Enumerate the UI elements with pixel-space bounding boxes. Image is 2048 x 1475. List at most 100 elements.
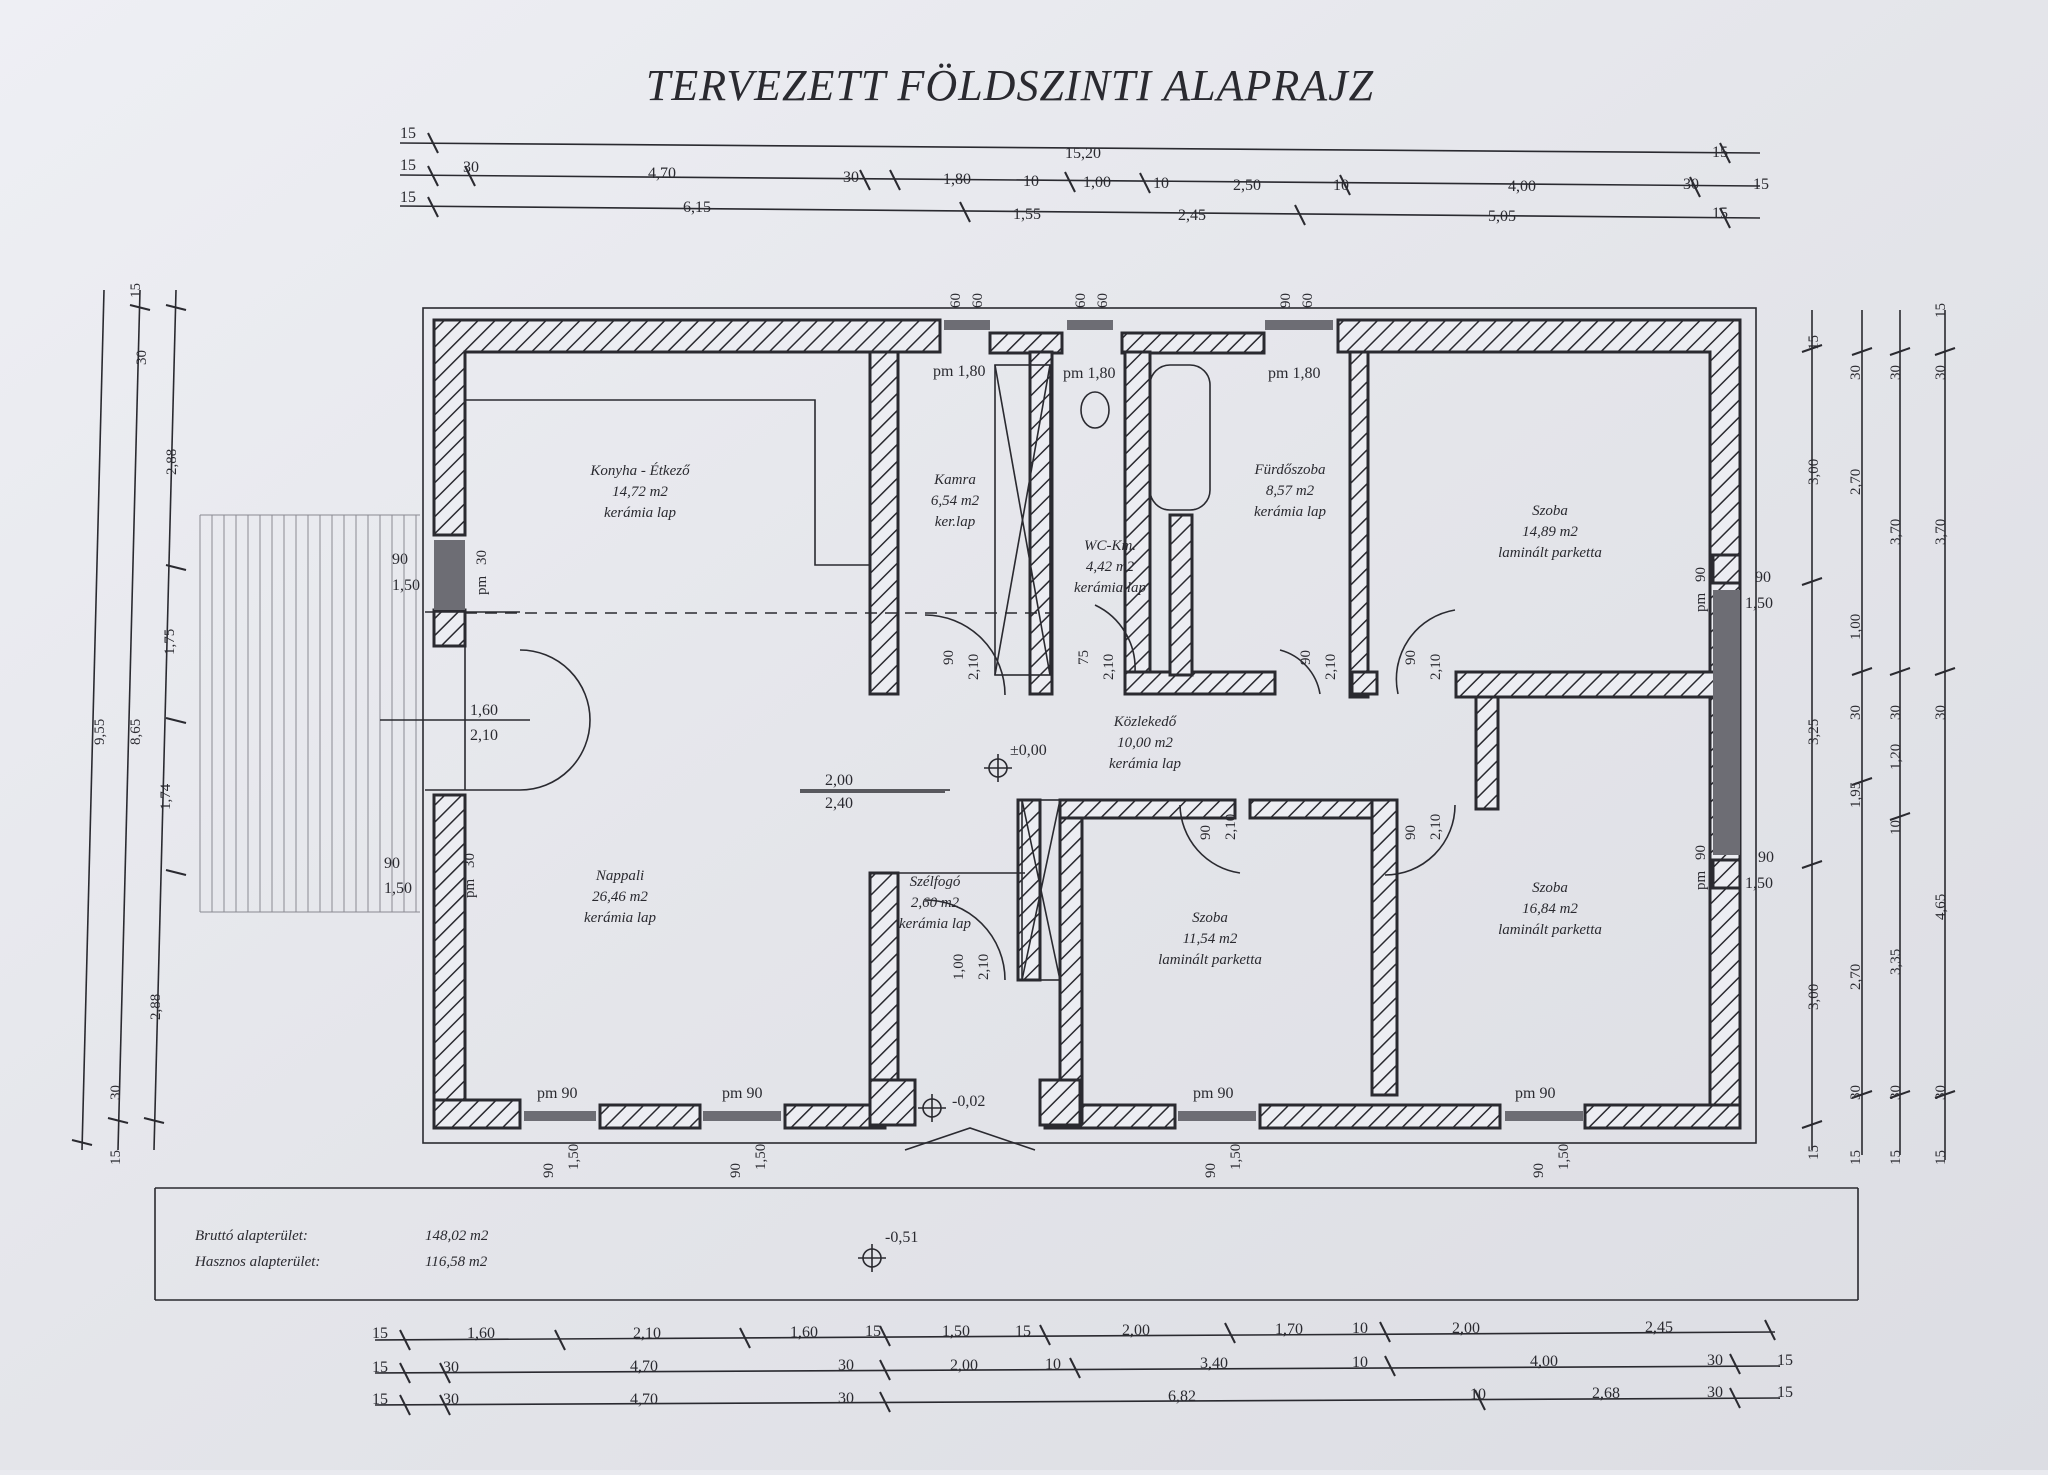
dim-top-2-c: 4,70 xyxy=(648,165,676,182)
dim-right-c1-3: 3,00 xyxy=(1806,984,1822,1010)
plan-title: TERVEZETT FÖLDSZINTI ALAPRAJZ xyxy=(646,61,1374,110)
room-vestibule-floor: kerámia lap xyxy=(899,916,972,932)
dim-top-2-m: 15 xyxy=(1753,176,1769,193)
dim-bottom-1-d: 1,60 xyxy=(790,1324,818,1341)
right-window-2c: pm xyxy=(1693,871,1709,891)
right-window-2d: 90 xyxy=(1693,845,1709,860)
door-4b: 2,10 xyxy=(1428,654,1444,680)
room-pantry: Kamra 6,54 m2 ker.lap xyxy=(931,472,980,530)
window-top-2a: 60 xyxy=(1073,293,1089,308)
room-hallway-name: Közlekedő xyxy=(1113,714,1178,730)
dim-top-2-d: 30 xyxy=(843,169,859,186)
pm-bottom-1: pm 90 xyxy=(537,1085,577,1102)
right-window-2b: 1,50 xyxy=(1745,875,1773,892)
door-3b: 2,10 xyxy=(1323,654,1339,680)
dim-top-2-h: 10 xyxy=(1153,175,1169,192)
dim-top-1-c: 15 xyxy=(1712,144,1728,161)
dim-bottom-3-i: 15 xyxy=(1777,1384,1793,1401)
room-hallway-area: 10,00 m2 xyxy=(1117,735,1173,751)
opening-mid-1: 2,00 xyxy=(825,772,853,789)
dim-right-c2-2: 1,00 xyxy=(1848,614,1864,640)
dim-bottom-3-c: 4,70 xyxy=(630,1391,658,1408)
left-window-2c: pm xyxy=(462,879,478,899)
net-area-label: Hasznos alapterület: xyxy=(194,1254,320,1270)
sill-1a: 90 xyxy=(541,1163,557,1178)
wardrobe xyxy=(1021,799,1061,981)
dim-top-2-e: 1,80 xyxy=(943,171,971,188)
entry-steps xyxy=(904,1127,1036,1151)
dim-bottom-3-e: 6,82 xyxy=(1168,1388,1196,1405)
dim-bottom-3-a: 15 xyxy=(372,1391,388,1408)
dim-bottom-2-j: 30 xyxy=(1707,1352,1723,1369)
window-top-1b: 60 xyxy=(970,293,986,308)
dim-bottom-2-k: 15 xyxy=(1777,1352,1793,1369)
room-bedroom-1: Szoba 14,89 m2 laminált parketta xyxy=(1498,503,1602,561)
room-bedroom-3-area: 16,84 m2 xyxy=(1522,901,1578,917)
window-top-3a: 90 xyxy=(1278,293,1294,308)
toilet xyxy=(1080,391,1110,429)
dim-bottom-2-g: 3,40 xyxy=(1200,1355,1228,1372)
right-window-1c: pm xyxy=(1693,593,1709,613)
dim-right-c2-5: 2,70 xyxy=(1848,964,1864,990)
room-bedroom-1-name: Szoba xyxy=(1532,503,1568,519)
dim-right-c2-6: 30 xyxy=(1848,1085,1864,1100)
dim-top-2-l: 30 xyxy=(1683,176,1699,193)
dim-left-i5: 2,88 xyxy=(148,994,164,1020)
pantry-shelves xyxy=(994,364,1051,676)
dim-bottom-3-f: 10 xyxy=(1470,1386,1486,1403)
net-area-value: 116,58 m2 xyxy=(425,1254,488,1270)
dim-left-i4: 1,74 xyxy=(158,783,174,810)
room-hallway: Közlekedő 10,00 m2 kerámia lap xyxy=(1109,714,1182,772)
level-markers: ±0,00 -0,02 -0,51 xyxy=(858,742,1047,1272)
room-living-floor: kerámia lap xyxy=(584,910,657,926)
dim-bottom-2-f: 10 xyxy=(1045,1356,1061,1373)
door-6b: 2,10 xyxy=(1428,814,1444,840)
level-marker-entry: -0,02 xyxy=(918,1093,985,1122)
dim-right-c2-0: 30 xyxy=(1848,365,1864,380)
pm-top-2: pm 1,80 xyxy=(1063,365,1115,382)
room-pantry-floor: ker.lap xyxy=(935,514,976,530)
dim-top-2-b: 30 xyxy=(463,159,479,176)
door-7b: 2,10 xyxy=(976,954,992,980)
dim-right-c4-4: 4,65 xyxy=(1933,894,1949,920)
dim-top-1-b: 15,20 xyxy=(1065,145,1101,162)
dim-bottom-1-e: 15 xyxy=(865,1323,881,1340)
room-pantry-name: Kamra xyxy=(933,472,976,488)
dim-right-c3-0: 30 xyxy=(1888,365,1904,380)
dim-bottom-3-d: 30 xyxy=(838,1390,854,1407)
dim-right-c2-7: 15 xyxy=(1848,1150,1864,1165)
room-bedroom-1-floor: laminált parketta xyxy=(1498,545,1602,561)
left-dimension-lines: 9,55 8,65 15 30 2,88 1,75 1,74 2,88 30 1… xyxy=(71,283,187,1165)
dim-right-c1-0: 15 xyxy=(1806,335,1822,350)
window-top-2b: 60 xyxy=(1095,293,1111,308)
door-2b: 2,10 xyxy=(1101,654,1117,680)
room-living: Nappali 26,46 m2 kerámia lap xyxy=(584,868,657,926)
pm-bottom-2: pm 90 xyxy=(722,1085,762,1102)
dim-bottom-1-k: 2,00 xyxy=(1452,1320,1480,1337)
room-bedroom-3-name: Szoba xyxy=(1532,880,1568,896)
gross-area-value: 148,02 m2 xyxy=(425,1228,489,1244)
opening-mid-2: 2,40 xyxy=(825,795,853,812)
dim-top-3-c: 1,55 xyxy=(1013,206,1041,223)
room-living-name: Nappali xyxy=(595,868,644,884)
dim-bottom-1-c: 2,10 xyxy=(633,1325,661,1342)
door-7a: 1,00 xyxy=(951,954,967,980)
building-outline xyxy=(422,307,1757,1144)
room-hallway-floor: kerámia lap xyxy=(1109,756,1182,772)
dim-right-c4-5: 30 xyxy=(1933,1085,1949,1100)
dim-top-3-f: 15 xyxy=(1712,205,1728,222)
sill-3b: 1,50 xyxy=(1228,1144,1244,1170)
area-summary: Bruttó alapterület: 148,02 m2 Hasznos al… xyxy=(154,1187,1859,1301)
dim-top-2-a: 15 xyxy=(400,157,416,174)
dim-right-c3-7: 15 xyxy=(1888,1150,1904,1165)
room-labels: Konyha - Étkező 14,72 m2 kerámia lap Kam… xyxy=(584,462,1602,968)
door-4a: 90 xyxy=(1403,650,1419,665)
dim-left-i3: 1,75 xyxy=(162,629,178,655)
door-1b: 2,10 xyxy=(966,654,982,680)
room-kitchen: Konyha - Étkező 14,72 m2 kerámia lap xyxy=(589,462,691,521)
dim-bottom-1-j: 10 xyxy=(1352,1320,1368,1337)
room-bathroom-name: Fürdőszoba xyxy=(1253,462,1325,478)
pm-bottom-4: pm 90 xyxy=(1515,1085,1555,1102)
left-window-1d: 30 xyxy=(474,550,490,565)
